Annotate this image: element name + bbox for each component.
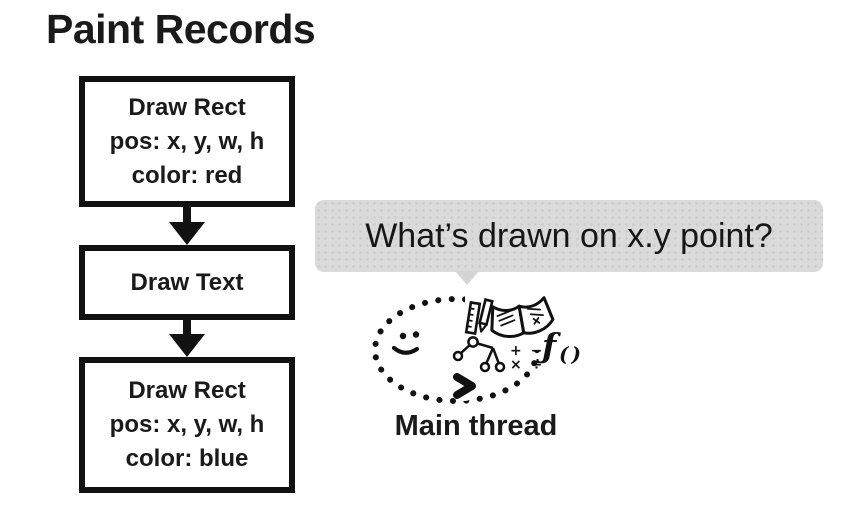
flow-box-draw-rect-red: Draw Rect pos: x, y, w, h color: red [79,76,295,207]
flow-box-line: Draw Text [130,268,244,296]
flow-box-line: Draw Rect [128,93,246,121]
page-title: Paint Records [46,6,316,52]
main-thread-label: Main thread [394,410,558,442]
chevron-arrow-icon [453,373,476,399]
flow-box-line: Draw Rect [128,377,246,404]
svg-text:(): () [559,342,584,366]
flow-box-line: pos: x, y, w, h [109,411,265,438]
function-icon: ƒ () [535,326,584,366]
arrow-down-icon [169,207,205,245]
flow-box-draw-text: Draw Text [79,245,295,320]
svg-text:+ −: + − [510,343,544,359]
tree-graph-icon [452,336,506,373]
main-thread-illustration: + − × ÷ ƒ () [372,288,584,404]
math-operators-icon: + − × ÷ [510,343,544,373]
flow-box-line: pos: x, y, w, h [109,127,265,155]
svg-text:× ÷: × ÷ [510,357,544,373]
arrow-down-icon [169,319,205,357]
pencil-icon [478,298,494,333]
speech-bubble-text: What’s drawn on x.y point? [365,216,773,255]
speech-bubble: What’s drawn on x.y point? [315,200,823,285]
flow-box-draw-rect-blue: Draw Rect pos: x, y, w, h color: blue [79,357,295,493]
flow-box-line: color: red [131,161,243,189]
flow-box-line: color: blue [125,445,249,472]
smiley-face-icon [391,331,420,355]
speech-bubble-tail-icon [455,271,479,285]
ruler-icon [464,300,482,336]
open-book-icon [490,296,555,338]
